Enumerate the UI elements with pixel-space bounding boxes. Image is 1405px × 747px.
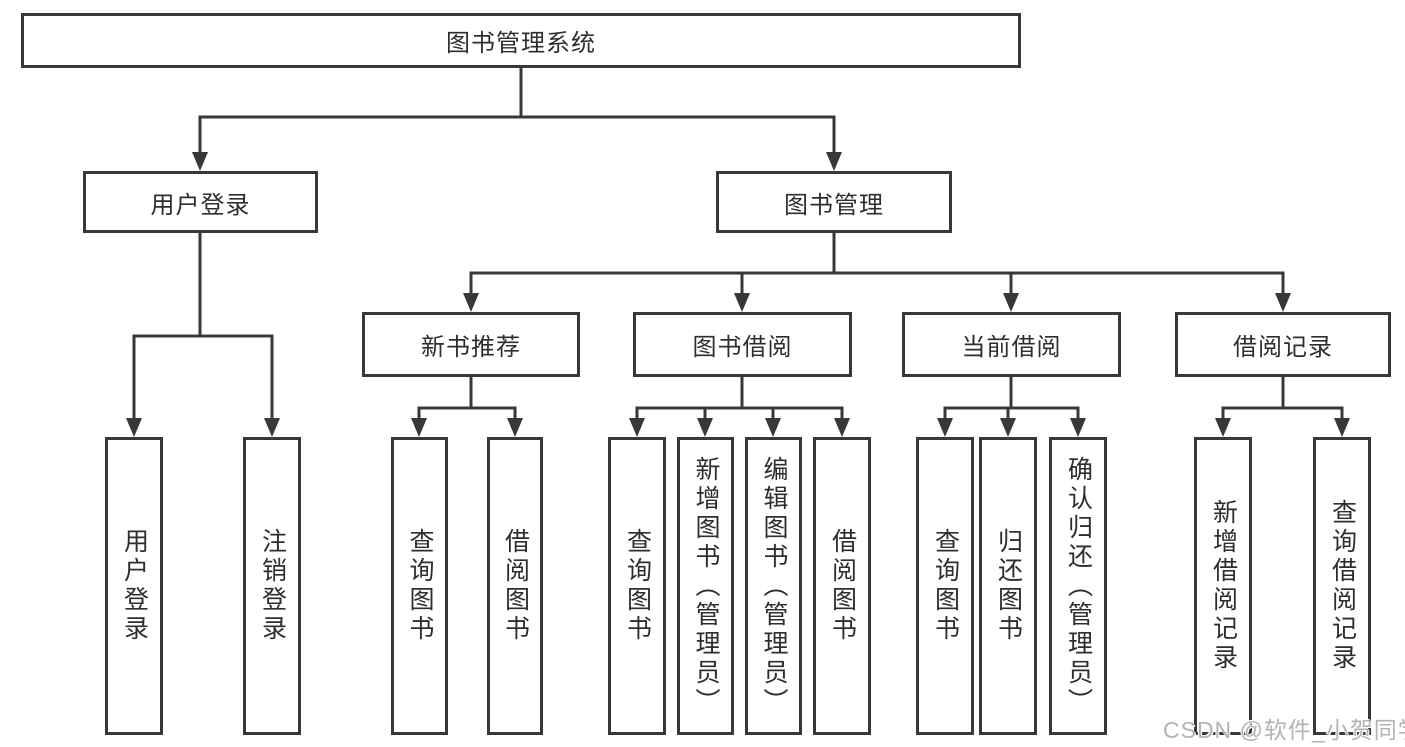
node-label: 当前借阅 bbox=[961, 334, 1062, 361]
leaf-query-books: 查询图书 bbox=[916, 437, 974, 735]
node-borrow-records: 借阅记录 bbox=[1175, 312, 1391, 377]
node-label: 图书借阅 bbox=[692, 334, 793, 361]
arrow-down-icon bbox=[697, 418, 713, 437]
node-label: 图书管理 bbox=[784, 191, 884, 219]
connector-root-to-level2 bbox=[198, 66, 836, 158]
leaf-label: 编辑图书（管理员） bbox=[760, 455, 788, 717]
arrow-down-icon bbox=[937, 418, 953, 437]
node-label: 用户登录 bbox=[150, 191, 251, 219]
arrow-down-icon bbox=[1000, 418, 1016, 437]
leaf-label: 借阅图书 bbox=[501, 528, 530, 644]
arrow-down-icon bbox=[192, 152, 208, 171]
leaf-edit-book-admin: 编辑图书（管理员） bbox=[745, 437, 802, 735]
leaf-label: 归还图书 bbox=[994, 528, 1023, 644]
leaf-confirm-return-admin: 确认归还（管理员） bbox=[1049, 437, 1107, 735]
connector-borrow-to-leaves bbox=[635, 375, 844, 423]
arrow-down-icon bbox=[126, 418, 142, 437]
leaf-query-books: 查询图书 bbox=[608, 437, 666, 735]
connector-strokes bbox=[132, 66, 1344, 423]
connector-newbook-to-leaves bbox=[417, 375, 517, 423]
arrow-down-icon bbox=[507, 418, 523, 437]
leaf-add-book-admin: 新增图书（管理员） bbox=[677, 437, 734, 735]
arrowheads bbox=[126, 152, 1350, 437]
arrow-down-icon bbox=[629, 418, 645, 437]
leaf-label: 查询借阅记录 bbox=[1328, 499, 1357, 673]
connector-records-to-leaves bbox=[1221, 375, 1344, 423]
arrow-down-icon bbox=[264, 418, 280, 437]
connector-bookmgmt-to-level3 bbox=[469, 231, 1285, 298]
arrow-down-icon bbox=[463, 293, 479, 312]
leaf-user-login: 用户登录 bbox=[105, 437, 163, 735]
leaf-label: 确认归还（管理员） bbox=[1064, 455, 1093, 717]
watermark: CSDN @软件_小贺同学 bbox=[1163, 717, 1405, 743]
node-book-management: 图书管理 bbox=[716, 171, 952, 233]
arrow-down-icon bbox=[765, 418, 781, 437]
node-user-login: 用户登录 bbox=[83, 171, 318, 233]
leaf-borrow-books: 借阅图书 bbox=[813, 437, 871, 735]
arrow-down-icon bbox=[734, 293, 750, 312]
node-label: 借阅记录 bbox=[1233, 334, 1333, 361]
leaf-add-borrow-record: 新增借阅记录 bbox=[1194, 437, 1252, 735]
leaf-label: 用户登录 bbox=[120, 528, 149, 644]
connector-current-to-leaves bbox=[943, 375, 1080, 423]
leaf-query-books: 查询图书 bbox=[391, 437, 448, 735]
arrow-down-icon bbox=[1215, 418, 1231, 437]
arrow-down-icon bbox=[1003, 293, 1019, 312]
leaf-label: 新增图书（管理员） bbox=[692, 455, 720, 717]
node-label: 图书管理系统 bbox=[446, 30, 596, 57]
leaf-label: 新增借阅记录 bbox=[1209, 499, 1238, 673]
arrow-down-icon bbox=[1275, 293, 1291, 312]
arrow-down-icon bbox=[1334, 418, 1350, 437]
arrow-down-icon bbox=[411, 418, 427, 437]
arrow-down-icon bbox=[1070, 418, 1086, 437]
node-new-book-recommend: 新书推荐 bbox=[362, 312, 580, 377]
leaf-label: 注销登录 bbox=[258, 528, 287, 644]
arrow-down-icon bbox=[826, 152, 842, 171]
leaf-label: 借阅图书 bbox=[828, 528, 857, 644]
arrow-down-icon bbox=[834, 418, 850, 437]
connector-userlogin-to-leaves bbox=[132, 231, 274, 423]
leaf-query-borrow-record: 查询借阅记录 bbox=[1313, 437, 1371, 735]
leaf-borrow-books: 借阅图书 bbox=[487, 437, 543, 735]
leaf-return-book: 归还图书 bbox=[979, 437, 1037, 735]
node-label: 新书推荐 bbox=[421, 334, 521, 361]
leaf-label: 查询图书 bbox=[931, 528, 960, 644]
leaf-label: 查询图书 bbox=[406, 528, 434, 644]
node-current-borrow: 当前借阅 bbox=[902, 312, 1121, 377]
node-library-management-system: 图书管理系统 bbox=[21, 13, 1021, 68]
node-book-borrow: 图书借阅 bbox=[633, 312, 852, 377]
leaf-label: 查询图书 bbox=[623, 528, 652, 644]
leaf-logout: 注销登录 bbox=[243, 437, 301, 735]
